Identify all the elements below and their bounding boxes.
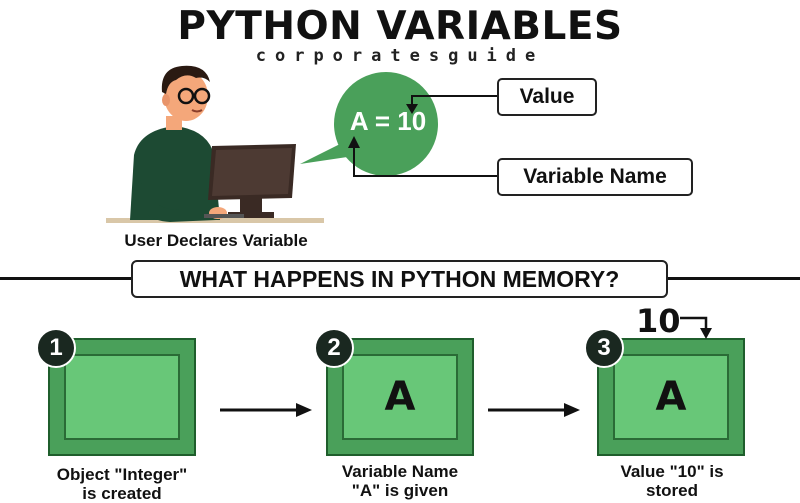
memory-box-3-inner: A	[613, 354, 729, 440]
step-2-badge: 2	[314, 328, 354, 368]
memory-box-2-inner: A	[342, 354, 458, 440]
stored-value-label: 10	[636, 302, 681, 340]
divider-left	[0, 277, 131, 280]
memory-box-3: A	[597, 338, 745, 456]
memory-box-1-inner	[64, 354, 180, 440]
memory-section-heading: WHAT HAPPENS IN PYTHON MEMORY?	[131, 260, 668, 298]
desk	[106, 218, 324, 223]
arrow-right-icon	[220, 403, 312, 417]
arrow-right-icon	[488, 403, 580, 417]
value-callout-label: Value	[497, 78, 597, 116]
step-1-caption: Object "Integer" is created	[36, 465, 208, 503]
brand-subtitle: corporatesguide	[255, 46, 545, 66]
user-declares-caption: User Declares Variable	[124, 231, 308, 250]
step-3-caption-line2: stored	[646, 481, 698, 500]
step-1-caption-line2: is created	[82, 484, 162, 503]
divider-right	[668, 277, 800, 280]
callout-connectors	[348, 95, 498, 177]
step-2-caption: Variable Name "A" is given	[310, 462, 490, 500]
step-3-caption-line1: Value "10" is	[620, 462, 724, 481]
person-at-computer-illustration	[106, 65, 324, 223]
step-2-caption-line1: Variable Name	[341, 462, 459, 481]
person-body	[130, 126, 220, 220]
step-3-badge: 3	[584, 328, 624, 368]
step-2-caption-line2: "A" is given	[351, 481, 449, 500]
step-1-caption-line1: Object "Integer"	[56, 465, 188, 484]
person-head	[164, 71, 208, 121]
memory-box-1	[48, 338, 196, 456]
step-3-caption: Value "10" is stored	[586, 462, 758, 500]
page-title: PYTHON VARIABLES	[177, 4, 623, 49]
variable-name-callout-label: Variable Name	[497, 158, 693, 196]
bent-arrow-down-icon	[680, 316, 712, 339]
step-1-badge: 1	[36, 328, 76, 368]
